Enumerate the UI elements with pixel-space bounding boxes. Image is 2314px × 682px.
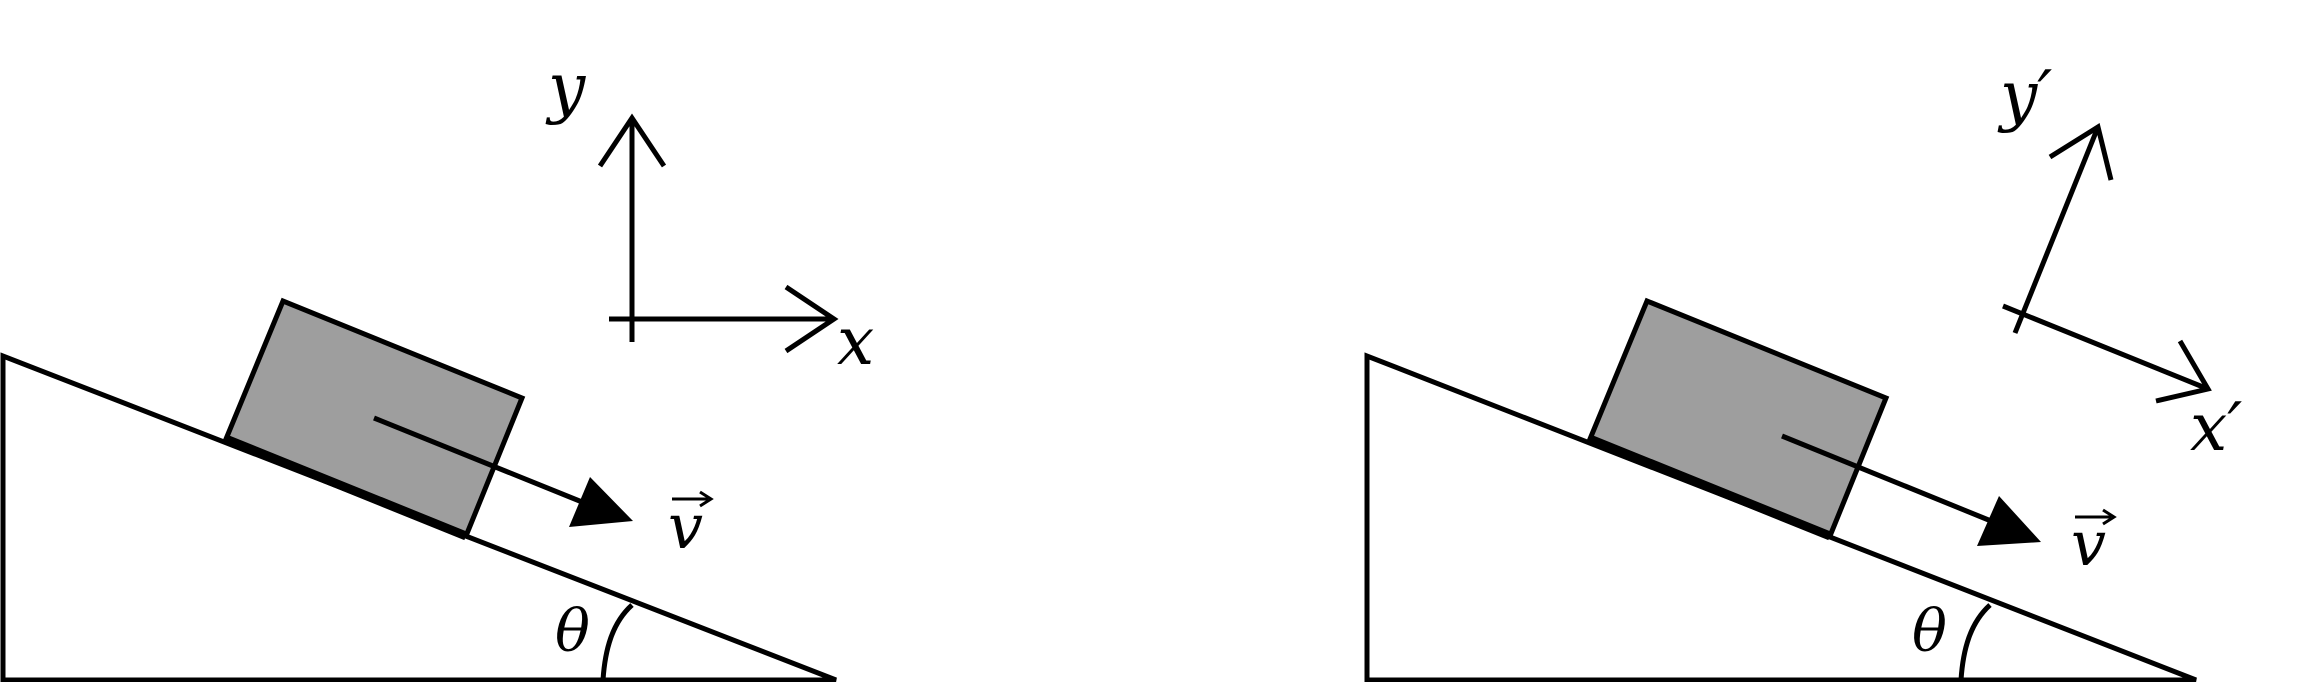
velocity-arrowhead <box>1977 496 2041 546</box>
tilted-axes: y′ x′ <box>1997 57 2242 466</box>
left-panel: v θ y x <box>0 49 874 682</box>
y-axis-label: y <box>545 49 586 126</box>
standard-axes: y x <box>545 49 874 380</box>
velocity-label: v <box>668 490 714 563</box>
block-contact-edge <box>1588 434 1832 541</box>
vector-arrow-icon <box>672 490 714 508</box>
velocity-arrow-shaft <box>1781 433 1997 526</box>
angle-arc <box>1958 603 1992 681</box>
x-axis-label: x <box>837 303 874 380</box>
vector-arrow-icon <box>2075 508 2117 526</box>
x-axis-arrowhead <box>784 284 839 354</box>
x-prime-axis-arrowhead <box>2155 339 2212 404</box>
velocity-arrowhead <box>569 477 633 527</box>
y-prime-axis-arrowhead <box>2048 123 2114 181</box>
angle-label: θ <box>555 597 590 665</box>
velocity-symbol: v <box>668 490 703 563</box>
block-contact-edge <box>224 434 468 541</box>
y-prime-axis-label: y′ <box>1997 57 2052 134</box>
right-panel: v θ y′ x′ <box>1364 57 2242 682</box>
y-prime-axis-line <box>2012 126 2101 334</box>
angle-label: θ <box>1912 597 1947 665</box>
y-axis-arrowhead <box>597 113 667 168</box>
x-prime-axis-line <box>2002 303 2209 392</box>
velocity-arrow-shaft <box>373 415 593 509</box>
velocity-label: v <box>2071 507 2117 580</box>
x-prime-axis-label: x′ <box>2190 389 2242 466</box>
angle-arc <box>600 603 634 681</box>
velocity-symbol: v <box>2071 507 2106 580</box>
